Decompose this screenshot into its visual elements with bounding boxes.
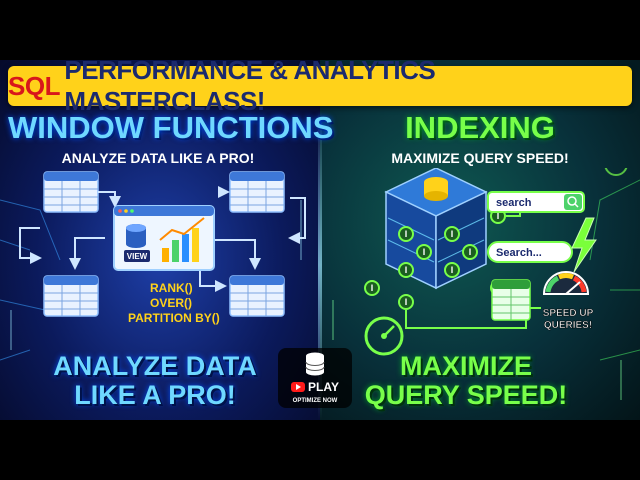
result-table-icon	[491, 279, 531, 321]
tagline-line2: LIKE A PRO!	[74, 380, 236, 410]
function-rank: RANK()	[150, 281, 193, 295]
flow-arrows	[19, 186, 306, 292]
tagline-line1: ANALYZE DATA	[53, 351, 257, 381]
window-functions-illustration: VIEW RANK() OVER() PARTITION BY()	[19, 171, 306, 325]
window-functions-tagline: ANALYZE DATA LIKE A PRO!	[20, 352, 290, 410]
index-node-icon: I	[451, 265, 454, 275]
index-node-icon: I	[371, 283, 374, 293]
function-over: OVER()	[150, 296, 192, 310]
indexing-title: INDEXING	[405, 110, 555, 145]
banner-title: PERFORMANCE & ANALYTICS MASTERCLASS!	[64, 60, 436, 116]
index-node-icon: I	[497, 211, 500, 221]
play-badge[interactable]: PLAY OPTIMIZE NOW	[278, 348, 352, 408]
play-sublabel: OPTIMIZE NOW	[292, 398, 338, 404]
youtube-play-icon	[291, 381, 306, 392]
table-icon-bottom-right	[229, 275, 285, 317]
table-icon-top-right	[229, 171, 285, 213]
tagline-line2: QUERY SPEED!	[364, 380, 568, 410]
index-node-icon: I	[469, 247, 472, 257]
play-label: PLAY	[308, 379, 339, 394]
index-node-icon: I	[423, 247, 426, 257]
search-icon	[567, 196, 577, 206]
index-node-icon: I	[405, 265, 408, 275]
view-label: VIEW	[127, 252, 148, 261]
function-partition-by: PARTITION BY()	[128, 311, 220, 325]
speed-gauge-icon	[542, 271, 590, 295]
bar-chart-icon	[159, 217, 205, 262]
table-icon-top-left	[43, 171, 99, 213]
database-icon	[126, 224, 146, 248]
gauge-label-line2: QUERIES!	[544, 320, 592, 331]
banner-prefix: SQL	[8, 70, 60, 101]
window-functions-subtitle: ANALYZE DATA LIKE A PRO!	[61, 150, 255, 166]
decorative-lines	[0, 179, 640, 400]
tagline-line1: MAXIMIZE	[400, 351, 532, 381]
database-icon	[305, 352, 325, 376]
index-node-icon: I	[451, 229, 454, 239]
speedometer-icon	[364, 316, 404, 356]
index-node-icon: I	[405, 229, 408, 239]
lightning-icon	[571, 217, 597, 273]
search-input-1[interactable]: search	[487, 191, 585, 213]
thumbnail: SQL PERFORMANCE & ANALYTICS MASTERCLASS!…	[0, 60, 640, 420]
search-input-2-value: Search...	[496, 247, 542, 259]
center-divider	[318, 110, 322, 420]
window-functions-title: WINDOW FUNCTIONS	[8, 110, 334, 145]
gauge-label-line1: SPEED UP	[543, 308, 594, 319]
search-input-1-value: search	[496, 197, 532, 209]
indexing-illustration: I I I I I I I I I I I	[364, 168, 628, 356]
clock-icon	[604, 168, 628, 176]
view-window-icon: VIEW	[113, 205, 215, 271]
table-icon-bottom-left	[43, 275, 99, 317]
indexing-subtitle: MAXIMIZE QUERY SPEED!	[391, 150, 569, 166]
title-banner: SQL PERFORMANCE & ANALYTICS MASTERCLASS!	[8, 60, 632, 116]
indexing-tagline: MAXIMIZE QUERY SPEED!	[356, 352, 576, 410]
index-node-icon: I	[405, 297, 408, 307]
search-input-2[interactable]: Search...	[487, 241, 573, 263]
